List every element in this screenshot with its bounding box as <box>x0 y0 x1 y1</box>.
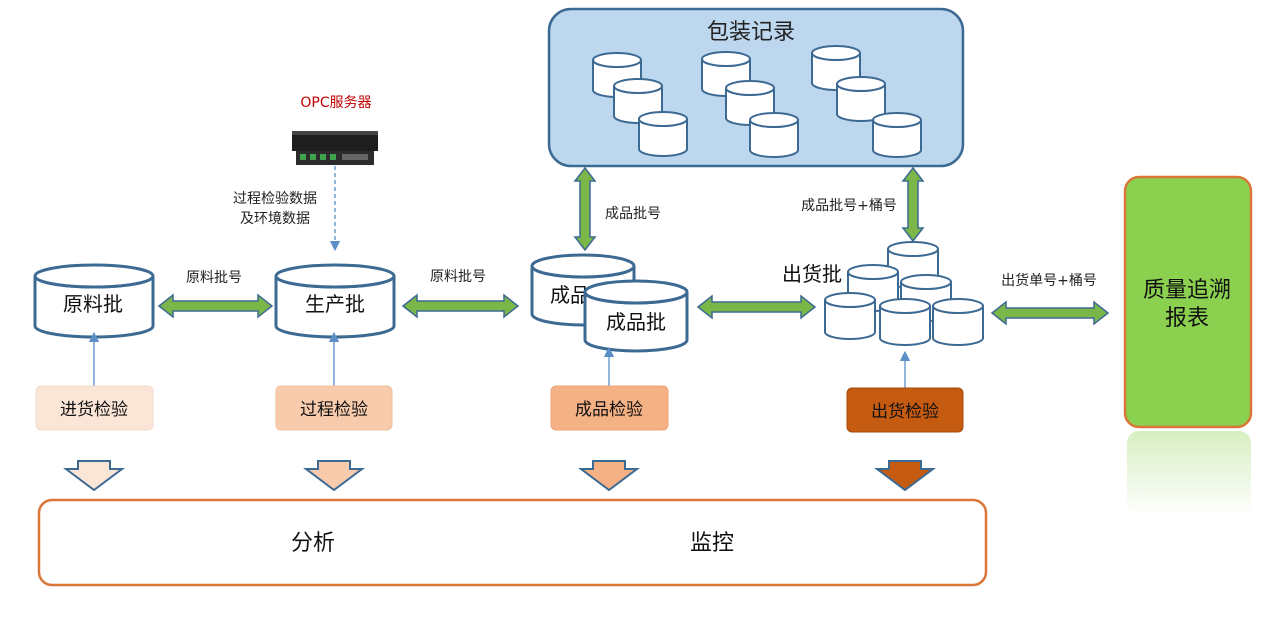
link-shipment-to-report: 出货单号+桶号 <box>1001 272 1097 289</box>
packaging-drum-9 <box>872 112 922 158</box>
shipment-drum-5 <box>879 298 931 346</box>
finished-inspection-box: 成品检验 <box>550 385 669 431</box>
analysis-monitor-bar: 分析 监控 <box>37 498 988 587</box>
packaging-drum-8 <box>836 76 886 122</box>
link-production-to-finished: 原料批号 <box>430 269 486 285</box>
outgoing-inspection-box: 出货检验 <box>846 387 964 433</box>
finished-down-arrow <box>578 460 640 492</box>
finished-batch-back-label: 成品 <box>550 283 590 307</box>
shipment-batch-label: 出货批 <box>782 262 842 286</box>
incoming-inspection-label: 进货检验 <box>60 400 128 420</box>
raw-batch-cylinder-shape <box>33 263 155 339</box>
finished-batch-label: 成品批 <box>606 310 666 334</box>
link-raw-to-production: 原料批号 <box>186 270 242 286</box>
production-batch-cylinder-shape <box>274 263 396 339</box>
production-finished-double-arrow <box>401 293 520 319</box>
monitor-label: 监控 <box>690 531 734 556</box>
shipment-packaging-double-arrow <box>901 166 925 243</box>
process-inspection-box: 过程检验 <box>275 385 393 431</box>
incoming-down-arrow <box>63 460 125 492</box>
packaging-title: 包装记录 <box>707 20 795 45</box>
finished-packaging-double-arrow <box>573 166 597 252</box>
report-title-line1: 质量追溯 <box>1143 278 1231 303</box>
link-shipment-to-packaging: 成品批号+桶号 <box>801 198 897 214</box>
production-batch-cylinder <box>274 263 396 339</box>
packaging-drum-3 <box>638 111 688 157</box>
process-data-line1: 过程检验数据 <box>233 191 317 207</box>
packaging-drum-6 <box>749 112 799 158</box>
outgoing-down-arrow <box>874 460 936 492</box>
shipment-batch-cylinders <box>824 241 984 346</box>
packaging-drum-1 <box>592 52 642 98</box>
packaging-drum-7 <box>811 45 861 91</box>
process-down-arrow <box>303 460 365 492</box>
analysis-label: 分析 <box>291 531 335 556</box>
process-data-line2: 及环境数据 <box>240 211 310 227</box>
raw-batch-cylinder <box>33 263 155 339</box>
process-inspection-label: 过程检验 <box>300 400 368 420</box>
shipment-drum-6 <box>932 298 984 346</box>
packaging-cylinders <box>592 45 922 158</box>
opc-server-label: OPC服务器 <box>300 95 371 111</box>
incoming-inspection-box: 进货检验 <box>35 385 154 431</box>
raw-production-double-arrow <box>157 293 274 319</box>
finished-front-cylinder-shape <box>583 279 689 353</box>
link-finished-to-packaging: 成品批号 <box>605 206 661 222</box>
report-title-line2: 报表 <box>1165 306 1209 331</box>
finished-batch-cylinder-front <box>583 279 689 353</box>
quality-report-box: 质量追溯 报表 <box>1123 175 1253 516</box>
finished-shipment-double-arrow <box>696 294 817 320</box>
opc-server-icon <box>292 131 378 165</box>
raw-batch-label: 原料批 <box>63 292 123 316</box>
outgoing-inspection-label: 出货检验 <box>871 402 939 422</box>
production-batch-label: 生产批 <box>305 292 365 316</box>
shipment-drum-4 <box>824 292 876 340</box>
green-double-arrows <box>157 166 1110 326</box>
shipment-report-double-arrow <box>990 300 1110 326</box>
finished-inspection-label: 成品检验 <box>575 400 643 420</box>
